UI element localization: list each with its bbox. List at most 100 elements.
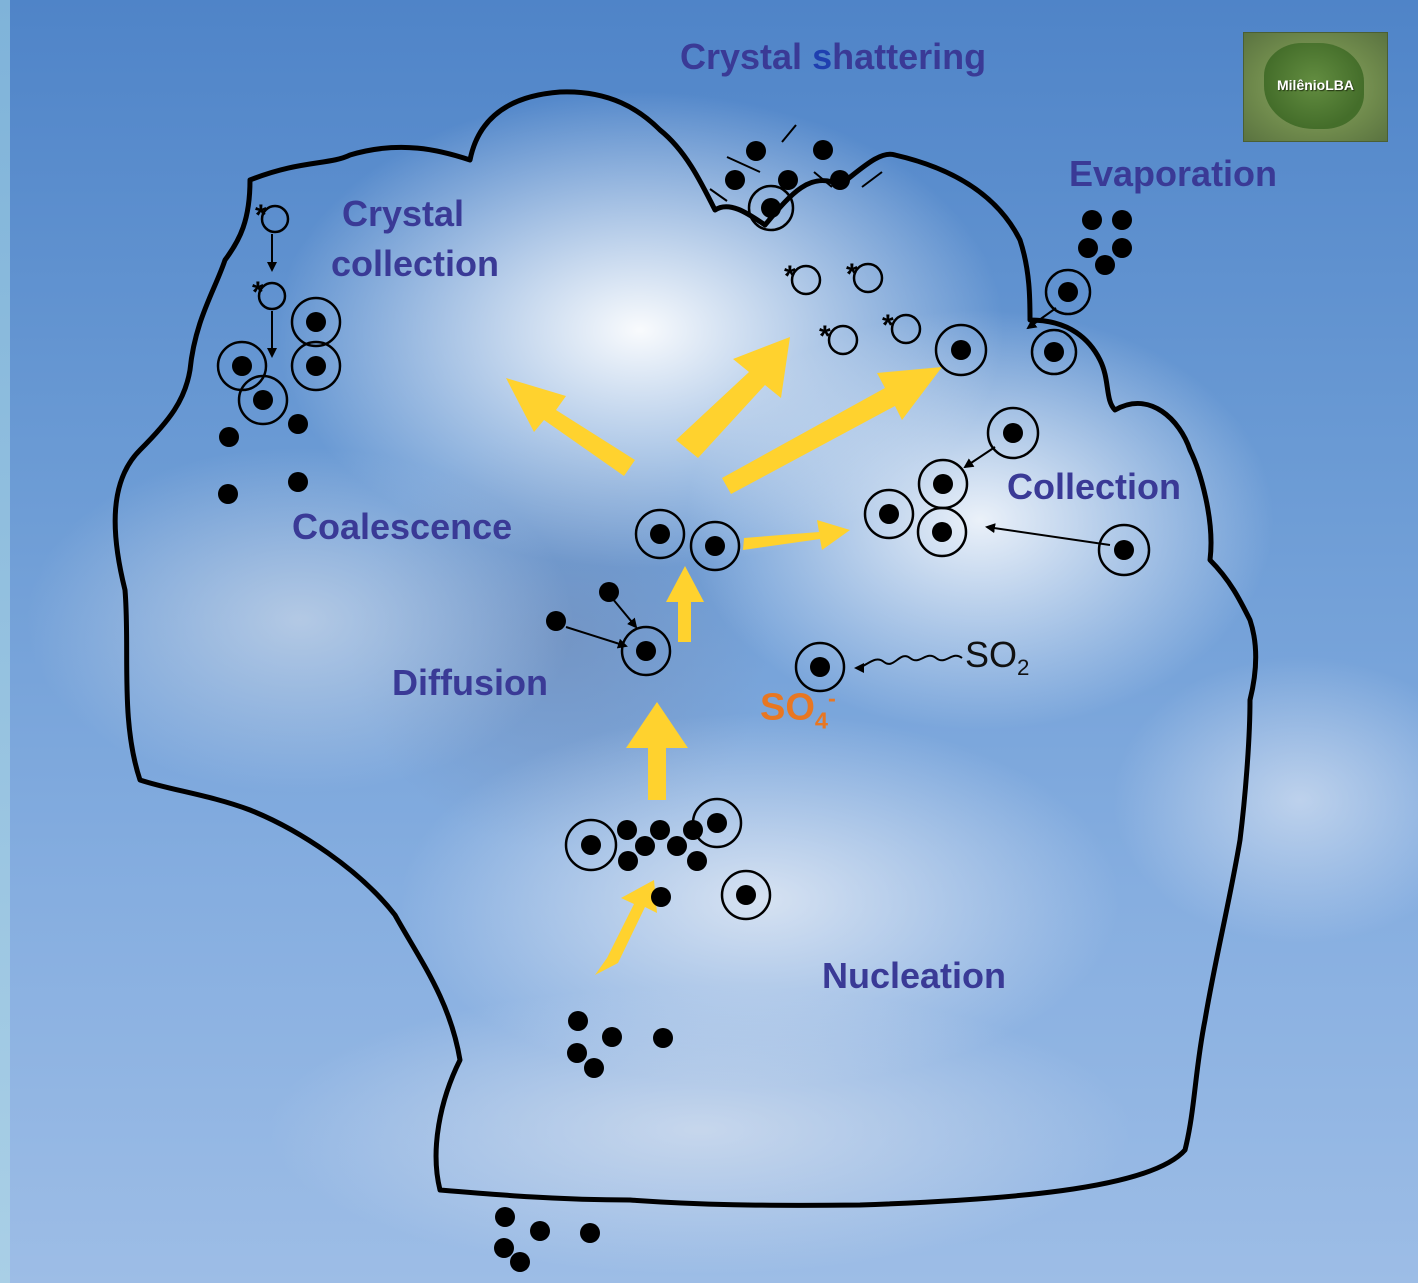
droplet [1046,270,1090,314]
droplet [749,186,793,230]
label-coalescence: Coalescence [292,506,512,547]
particle [530,1221,550,1241]
yellow-arrow-center-up [626,702,688,800]
ice-crystal: * [784,260,820,294]
particle [568,1011,588,1031]
yellow-arrow-diffusion-up [666,566,704,642]
label-so4-main: SO [760,687,815,729]
label-collection: Collection [1007,466,1181,507]
label-crystal-shattering-s: s [812,36,832,77]
label-crystal: Crystal [342,193,464,234]
droplet [691,522,739,570]
particle [599,582,619,602]
so2-wavy-arrow [856,656,962,668]
svg-text:*: * [819,320,831,353]
droplet [988,408,1038,458]
particle [288,414,308,434]
droplet [1032,330,1076,374]
particle [618,851,638,871]
particle [1112,238,1132,258]
droplet [622,627,670,675]
collection-arrow [987,527,1110,545]
particle [1078,238,1098,258]
particle [494,1238,514,1258]
particle [288,472,308,492]
ice-crystal: * [846,258,882,292]
svg-text:*: * [255,199,267,232]
svg-text:*: * [882,309,894,342]
particle [567,1043,587,1063]
particle [746,141,766,161]
label-evaporation: Evaporation [1069,153,1277,194]
droplet [636,510,684,558]
label-collection-word: collection [331,243,499,284]
particle [683,820,703,840]
label-so2-main: SO [965,634,1017,675]
aerosol-particles [218,140,1132,1272]
droplet [218,342,266,390]
ice-crystal: * [255,199,288,232]
particle [617,820,637,840]
ice-crystal: * [882,309,920,343]
label-so4: SO4- [760,685,836,734]
label-diffusion: Diffusion [392,662,548,703]
particle [813,140,833,160]
diffusion-arrow [612,598,636,627]
particle [1112,210,1132,230]
particle [602,1027,622,1047]
label-so2: SO2 [965,634,1029,681]
svg-text:*: * [252,276,264,309]
droplet [566,820,616,870]
droplet [292,342,340,390]
droplet [936,325,986,375]
droplet [1099,525,1149,575]
droplet [292,298,340,346]
particle [584,1058,604,1078]
milenio-lba-logo: MilênioLBA [1243,32,1388,142]
ice-crystal: * [819,320,857,354]
particle [725,170,745,190]
svg-text:*: * [846,258,858,291]
droplet [796,643,844,691]
particle [1082,210,1102,230]
yellow-arrow-to-collection [743,520,850,550]
particle [510,1252,530,1272]
label-crystal-shattering-prefix: Crystal [680,36,812,77]
particle [1095,255,1115,275]
droplet [919,460,967,508]
droplets [218,186,1149,919]
particle [653,1028,673,1048]
particle [495,1207,515,1227]
yellow-arrow-upper-center [676,337,790,458]
label-so4-sup: - [828,685,836,711]
particle [778,170,798,190]
logo-text: MilênioLBA [1244,77,1387,93]
droplet [722,871,770,919]
droplet [239,376,287,424]
particle [635,836,655,856]
label-nucleation: Nucleation [822,955,1006,996]
label-crystal-shattering: Crystal shattering [680,36,986,77]
yellow-arrow-nucleation-up [595,880,657,975]
diffusion-arrow [566,627,626,646]
particle [218,484,238,504]
particle [546,611,566,631]
collection-arrow [965,447,995,467]
droplet [865,490,913,538]
yellow-arrows [506,337,942,975]
particle [651,887,671,907]
particle [580,1223,600,1243]
cloud-outline [115,92,1256,1205]
particle [667,836,687,856]
yellow-arrow-upper-left [506,378,635,476]
droplet [693,799,741,847]
label-so2-sub: 2 [1017,655,1029,680]
ice-crystal: * [252,276,285,309]
particle [830,170,850,190]
particle [687,851,707,871]
particle [219,427,239,447]
label-crystal-shattering-rest: hattering [832,36,986,77]
droplet [918,508,966,556]
label-so4-sub: 4 [815,707,828,733]
svg-text:*: * [784,260,796,293]
